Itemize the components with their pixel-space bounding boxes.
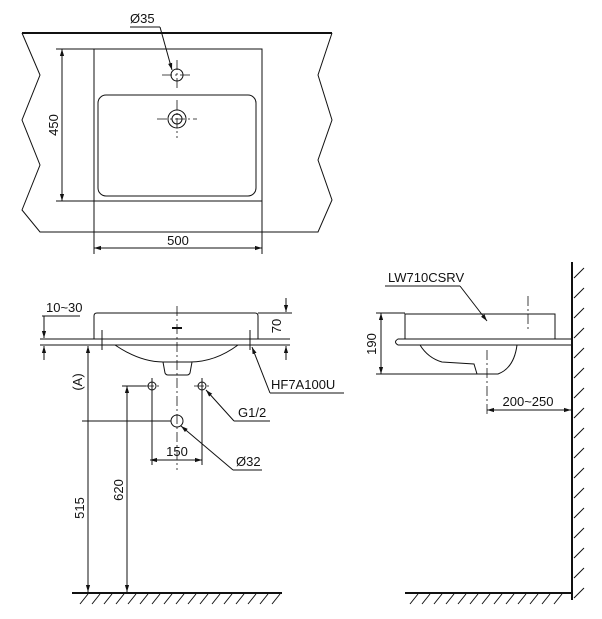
drain-height-a-label: (A): [70, 373, 85, 390]
supply-spacing-dimension: 150: [166, 444, 188, 459]
model-label: LW710CSRV: [388, 270, 464, 285]
top-view: Ø35 450 500: [21, 11, 333, 254]
side-view: 190 LW710CSRV 200~250: [364, 262, 585, 605]
clip-model-label: HF7A100U: [271, 377, 335, 392]
hole-diameter-label: Ø35: [130, 11, 155, 26]
rim-height-label: 70: [269, 319, 284, 333]
side-height-dimension: 190: [364, 333, 379, 355]
depth-dimension: 450: [46, 114, 61, 136]
wall-distance-dimension: 200~250: [503, 394, 554, 409]
front-view: 150 G1/2 Ø32 HF7A100U 10~30 70 (A) 515 6…: [40, 298, 344, 605]
drain-diameter-label: Ø32: [236, 454, 261, 469]
width-dimension: 500: [167, 233, 189, 248]
drain-height-dimension: 515: [72, 497, 87, 519]
supply-height-dimension: 620: [111, 479, 126, 501]
supply-thread-label: G1/2: [238, 405, 266, 420]
counter-thickness-label: 10~30: [46, 300, 83, 315]
